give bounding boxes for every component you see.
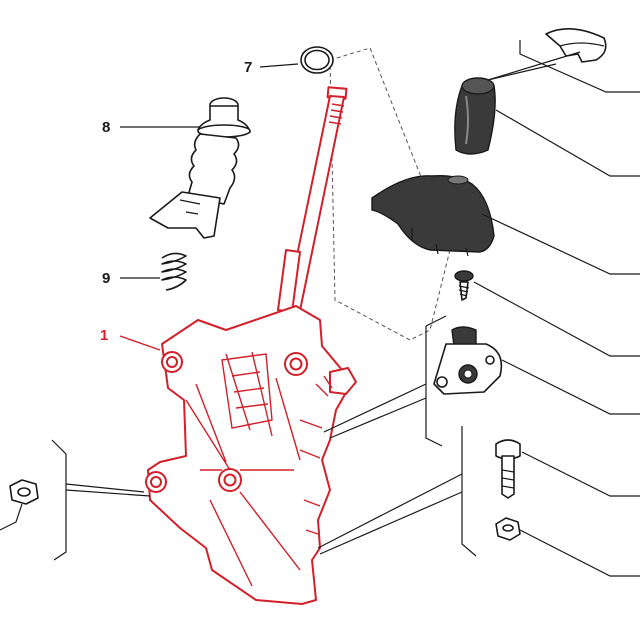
leader-cover (481, 213, 640, 275)
spring (161, 252, 187, 291)
gear-lever-rod (277, 86, 348, 331)
guide-bracket-sensor (323, 383, 427, 439)
phantom-outline (329, 47, 451, 341)
callout-1: 1 (100, 327, 108, 344)
leader-nut-left (0, 503, 23, 531)
leader-nut-right (519, 529, 640, 577)
callout-9: 9 (102, 270, 110, 287)
leader-screw (473, 281, 640, 357)
guide-line-left-2 (65, 483, 151, 497)
callout-7: 7 (244, 59, 252, 76)
leader-bolt (521, 451, 640, 497)
bolt (495, 439, 521, 499)
leader-connector-2 (487, 51, 581, 81)
guide-bracket-nut (317, 473, 463, 555)
gear-knob (454, 77, 496, 155)
gearshift-support-bracket (145, 305, 357, 605)
gear-knob-cap (545, 28, 607, 63)
leader-knob-cap (519, 40, 640, 93)
sealing-ring (300, 46, 334, 74)
gaiter-cover (371, 174, 495, 257)
guide-line-left (51, 439, 67, 561)
leader-knob (495, 109, 640, 177)
sensor-switch (433, 326, 503, 395)
leader-line-1 (119, 335, 161, 351)
screw (454, 270, 474, 301)
nut-right (495, 517, 521, 541)
gaiter-boot (149, 97, 251, 239)
leader-line-7 (259, 63, 299, 68)
leader-connector (487, 63, 557, 81)
guide-line-sensor (425, 315, 447, 447)
callout-8: 8 (102, 119, 110, 136)
guide-line-right (461, 426, 477, 557)
nut-left (9, 479, 39, 505)
leader-sensor (501, 359, 640, 415)
